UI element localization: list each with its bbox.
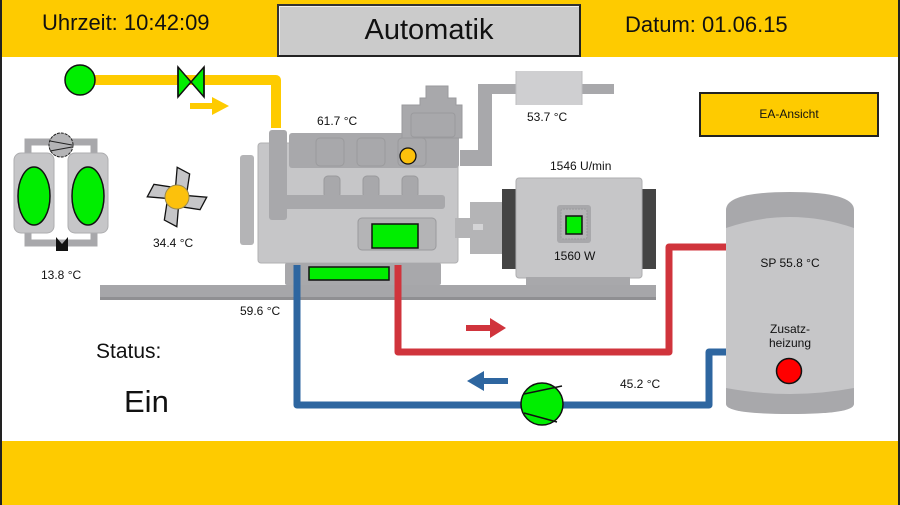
generator-power-readout: 1560 W bbox=[554, 249, 596, 263]
supply-flow-arrow-icon bbox=[466, 318, 506, 338]
aux-heater-indicator[interactable] bbox=[775, 357, 803, 385]
generator-status-indicator[interactable] bbox=[565, 215, 583, 235]
fan-icon[interactable] bbox=[146, 166, 208, 228]
cooler-valve-icon bbox=[56, 237, 68, 251]
footer-bar bbox=[0, 441, 900, 505]
gas-valve-icon[interactable] bbox=[177, 64, 205, 100]
base-frame bbox=[100, 285, 656, 299]
exhaust-muffler bbox=[515, 71, 583, 105]
status-label: Status: bbox=[96, 340, 162, 363]
aux-heater-label: Zusatz- heizung bbox=[740, 322, 840, 350]
mode-automatic-button[interactable]: Automatik bbox=[277, 4, 581, 57]
storage-temp-readout: SP 55.8 °C bbox=[760, 256, 820, 270]
engine-status-indicator[interactable] bbox=[371, 223, 419, 249]
status-value: Ein bbox=[124, 384, 169, 419]
cooler-temp-readout: 13.8 °C bbox=[41, 268, 82, 282]
generator-speed-readout: 1546 U/min bbox=[550, 159, 612, 173]
cooler-right-indicator[interactable] bbox=[71, 166, 105, 226]
fan-temp-readout: 34.4 °C bbox=[153, 236, 194, 250]
storage-tank bbox=[726, 192, 854, 414]
gas-pipe bbox=[80, 75, 281, 128]
shaft-coupling bbox=[455, 202, 502, 254]
pump-return-temp-readout: 45.2 °C bbox=[620, 377, 661, 391]
date-display: Datum: 01.06.15 bbox=[625, 12, 788, 37]
exhaust-temp-readout: 53.7 °C bbox=[527, 110, 568, 124]
return-flow-arrow-icon bbox=[467, 371, 508, 391]
supply-pipe bbox=[394, 243, 726, 356]
cooler-left-indicator[interactable] bbox=[17, 166, 51, 226]
time-display: Uhrzeit: 10:42:09 bbox=[42, 10, 210, 35]
engine bbox=[240, 85, 463, 285]
aux-heater-label-line2: heizung bbox=[768, 336, 812, 350]
engine-base-indicator[interactable] bbox=[308, 266, 390, 281]
engine-temp-indicator bbox=[399, 147, 417, 165]
aux-heater-label-line1: Zusatz- bbox=[769, 322, 810, 336]
gas-flow-arrow-icon bbox=[190, 97, 229, 115]
engine-temp-readout: 61.7 °C bbox=[317, 114, 358, 128]
cooler-compressor-icon bbox=[48, 132, 74, 158]
gas-source-indicator[interactable] bbox=[64, 64, 96, 96]
circulation-pump-icon[interactable] bbox=[520, 382, 564, 426]
base-frame-shadow bbox=[100, 297, 656, 300]
io-view-button[interactable]: EA-Ansicht bbox=[699, 92, 879, 137]
engine-return-temp-readout: 59.6 °C bbox=[240, 304, 281, 318]
return-pipe bbox=[293, 265, 726, 409]
exhaust-pipe bbox=[460, 84, 614, 166]
